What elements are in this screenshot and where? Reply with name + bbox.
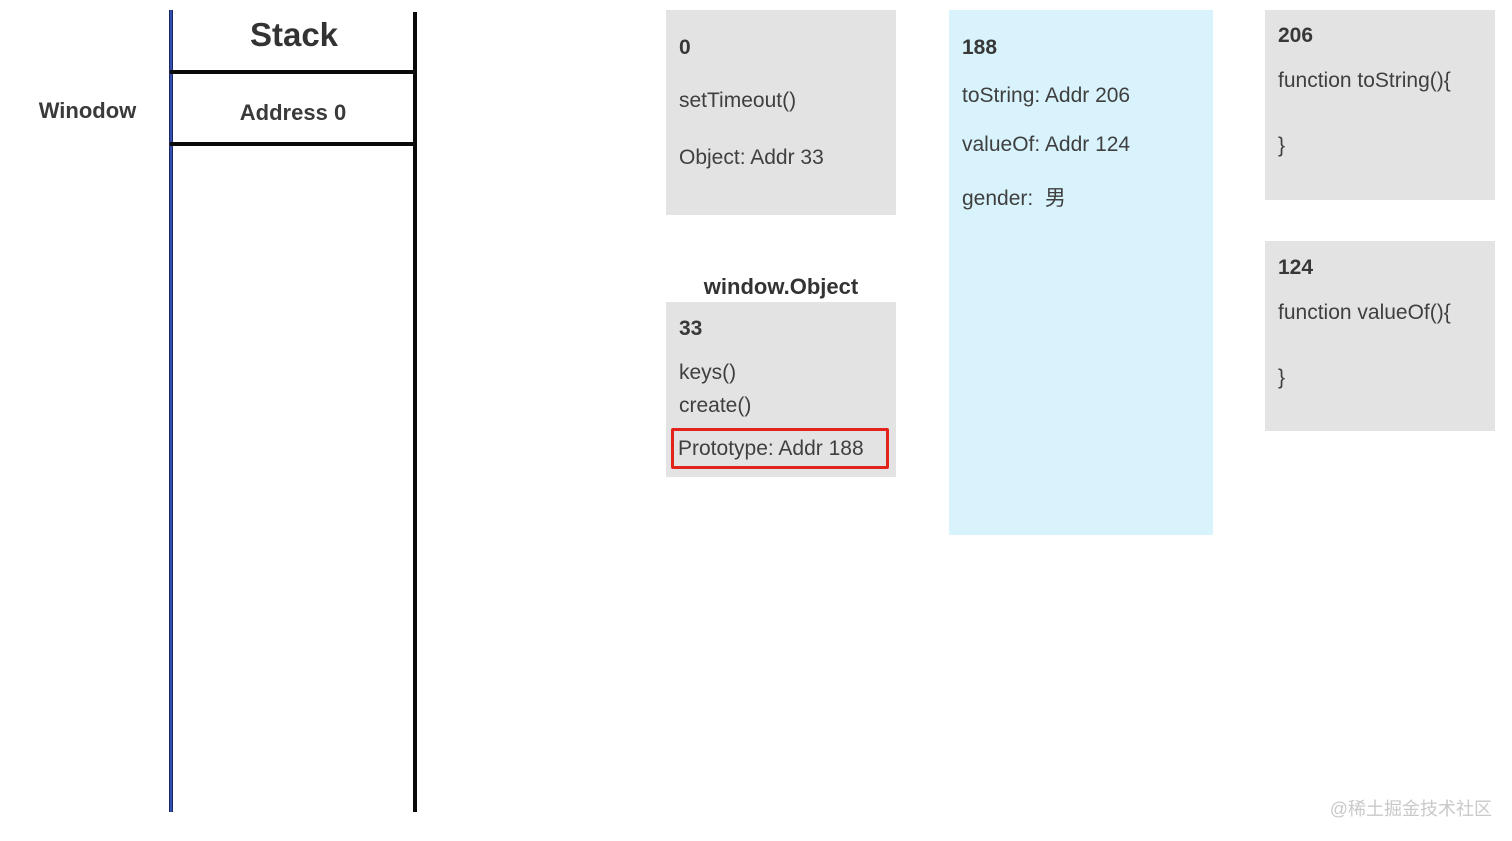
memory-box-window: 0 setTimeout() Object: Addr 33 [666, 10, 896, 215]
box-object-line-keys: keys() [679, 361, 737, 384]
window-object-heading: window.Object [703, 274, 859, 299]
memory-box-valueof-fn: 124 function valueOf(){ } [1265, 241, 1495, 431]
box-window-address: 0 [679, 36, 691, 59]
box-window-line-settimeout: setTimeout() [679, 89, 797, 112]
stack-left-line [169, 10, 173, 812]
box-tostring-line-close: } [1278, 134, 1286, 157]
box-valueof-line-open: function valueOf(){ [1278, 301, 1451, 324]
stack-divider-bottom [170, 142, 416, 146]
box-prototype-address: 188 [962, 36, 998, 59]
memory-box-prototype: 188 toString: Addr 206 valueOf: Addr 124… [949, 10, 1213, 535]
box-valueof-line-close: } [1278, 366, 1286, 389]
stack-right-line [413, 12, 417, 812]
box-object-line-create: create() [679, 394, 752, 417]
watermark: @稀土掘金技术社区 [1329, 799, 1492, 819]
box-tostring-address: 206 [1278, 24, 1314, 47]
box-object-address: 33 [679, 317, 703, 340]
stack-divider-top [170, 70, 416, 74]
window-label: Winodow [38, 98, 137, 123]
stack-row-address-0: Address 0 [239, 100, 347, 125]
memory-box-tostring-fn: 206 function toString(){ } [1265, 10, 1495, 200]
prototype-highlight-box: Prototype: Addr 188 [671, 428, 889, 469]
box-prototype-line-tostring: toString: Addr 206 [962, 84, 1131, 107]
box-prototype-line-valueof: valueOf: Addr 124 [962, 133, 1131, 156]
box-object-line-prototype: Prototype: Addr 188 [678, 436, 864, 460]
box-valueof-address: 124 [1278, 256, 1314, 279]
box-tostring-line-open: function toString(){ [1278, 69, 1451, 92]
stack-title: Stack [249, 16, 339, 53]
box-window-line-object-ref: Object: Addr 33 [679, 146, 824, 169]
box-prototype-line-gender: gender: 男 [962, 187, 1066, 210]
memory-box-object-constructor: 33 keys() create() Prototype: Addr 188 [666, 302, 896, 477]
